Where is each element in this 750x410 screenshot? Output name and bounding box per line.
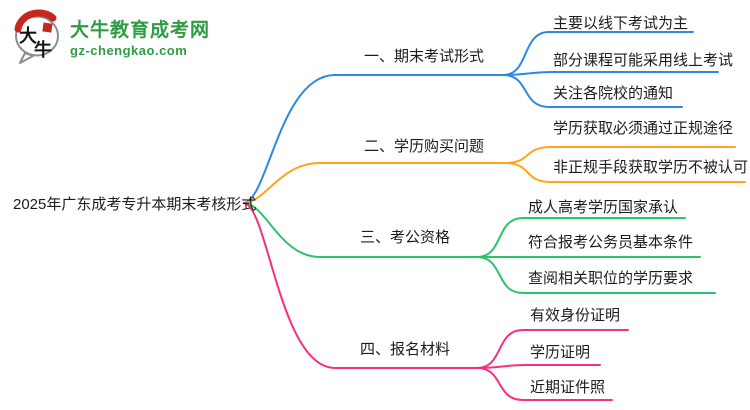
red-seal [42, 22, 53, 33]
red-crescent [14, 9, 57, 33]
branch-label-1: 一、期末考试形式 [364, 48, 485, 65]
logo-char-1: 大 [19, 25, 37, 46]
logo-char-2: 牛 [34, 39, 52, 60]
subtopic-3-1: 成人高考学历国家承认 [528, 199, 679, 216]
site-logo: 大 牛 大牛教育成考网 gz-chengkao.com [12, 8, 210, 64]
branch-label-4: 四、报名材料 [360, 341, 451, 358]
subtopic-1-1: 主要以线下考试为主 [553, 15, 689, 32]
bull-speech-bubble-icon: 大 牛 [14, 9, 59, 64]
subtopic-2-2: 非正规手段获取学历不被认可 [553, 159, 749, 176]
subtopic-2-1: 学历获取必须通过正规途径 [553, 120, 734, 137]
branch-label-2: 二、学历购买问题 [364, 138, 485, 155]
subtopic-1-3: 关注各院校的通知 [553, 85, 674, 102]
subtopic-1-2: 部分课程可能采用线上考试 [553, 52, 734, 69]
central-topic: 2025年广东成考专升本期末考核形式 [13, 196, 257, 213]
subtopic-4-1: 有效身份证明 [530, 307, 621, 324]
subtopic-3-2: 符合报考公务员基本条件 [528, 234, 694, 251]
branch-lines-3 [243, 202, 716, 294]
subtopic-4-3: 近期证件照 [530, 379, 606, 396]
branch-lines-1 [243, 31, 719, 204]
branch-lines-4 [243, 202, 629, 401]
subtopic-3-3: 查阅相关职位的学历要求 [528, 270, 694, 287]
branch-lines-2 [243, 146, 746, 204]
logo-subtitle: gz-chengkao.com [70, 42, 188, 58]
logo-title: 大牛教育成考网 [70, 19, 211, 41]
subtopic-4-2: 学历证明 [530, 344, 591, 361]
branch-label-3: 三、考公资格 [360, 229, 451, 246]
